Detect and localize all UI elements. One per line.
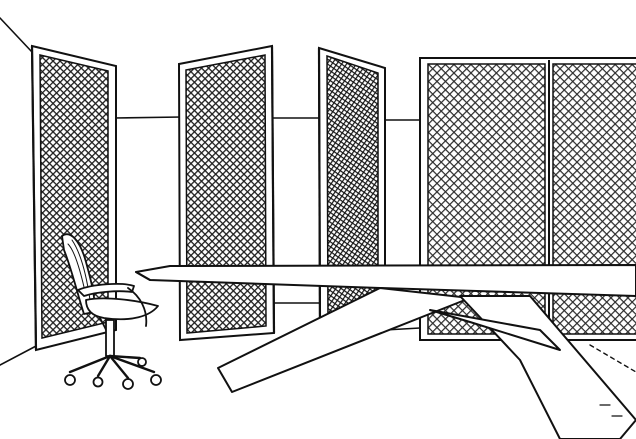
- cantilever-table: [135, 264, 636, 439]
- office-chair: [61, 233, 162, 390]
- mesh-panel-left: [30, 44, 117, 352]
- mesh-panel-center-left: [177, 44, 276, 342]
